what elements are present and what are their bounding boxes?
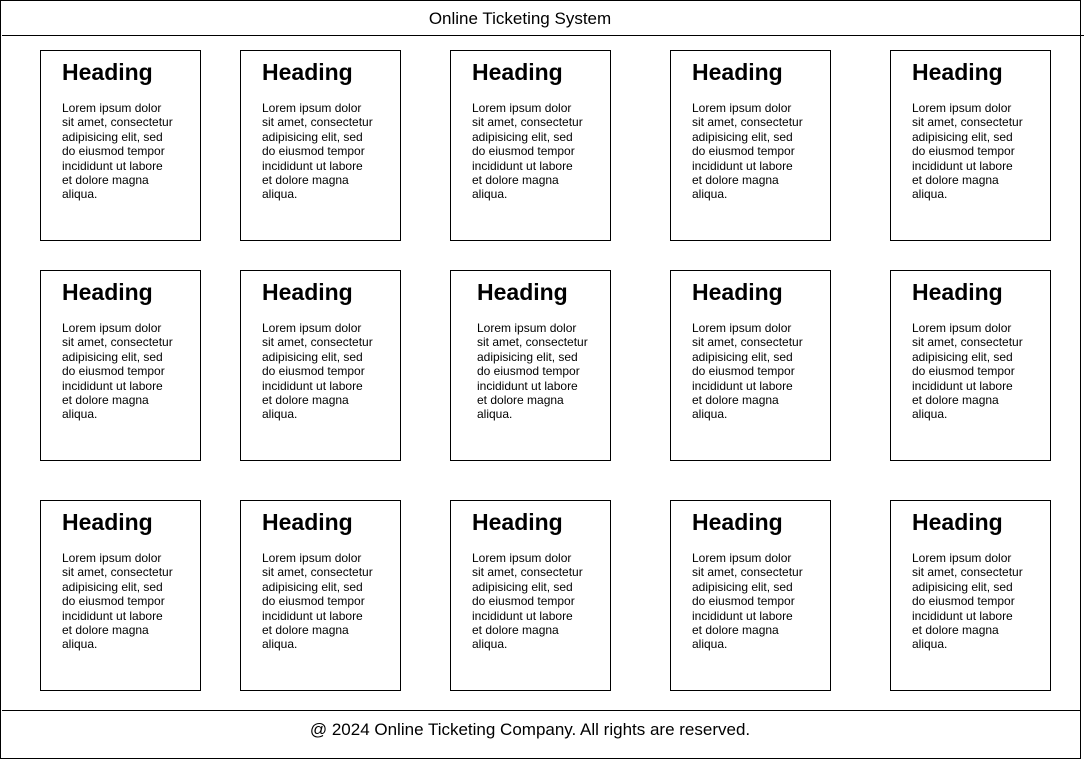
card-heading: Heading: [62, 509, 153, 535]
card-heading: Heading: [262, 59, 353, 85]
card-heading: Heading: [262, 279, 353, 305]
card-heading: Heading: [912, 509, 1003, 535]
card-body: Lorem ipsum dolor sit amet, consectetur …: [62, 551, 173, 652]
card-heading: Heading: [472, 59, 563, 85]
card-4: Heading Lorem ipsum dolor sit amet, cons…: [670, 50, 831, 241]
card-body: Lorem ipsum dolor sit amet, consectetur …: [262, 101, 373, 202]
card-heading: Heading: [692, 279, 783, 305]
card-15: Heading Lorem ipsum dolor sit amet, cons…: [890, 500, 1051, 691]
card-2: Heading Lorem ipsum dolor sit amet, cons…: [240, 50, 401, 241]
card-body: Lorem ipsum dolor sit amet, consectetur …: [62, 321, 173, 422]
card-heading: Heading: [692, 509, 783, 535]
card-10: Heading Lorem ipsum dolor sit amet, cons…: [890, 270, 1051, 461]
card-body: Lorem ipsum dolor sit amet, consectetur …: [912, 321, 1023, 422]
card-body: Lorem ipsum dolor sit amet, consectetur …: [472, 101, 583, 202]
card-14: Heading Lorem ipsum dolor sit amet, cons…: [670, 500, 831, 691]
card-7: Heading Lorem ipsum dolor sit amet, cons…: [240, 270, 401, 461]
card-13: Heading Lorem ipsum dolor sit amet, cons…: [450, 500, 611, 691]
card-body: Lorem ipsum dolor sit amet, consectetur …: [472, 551, 583, 652]
card-heading: Heading: [262, 509, 353, 535]
card-heading: Heading: [692, 59, 783, 85]
card-heading: Heading: [472, 509, 563, 535]
card-body: Lorem ipsum dolor sit amet, consectetur …: [912, 551, 1023, 652]
card-heading: Heading: [912, 279, 1003, 305]
card-heading: Heading: [62, 279, 153, 305]
footer-copyright: @ 2024 Online Ticketing Company. All rig…: [309, 720, 751, 739]
card-heading: Heading: [912, 59, 1003, 85]
card-body: Lorem ipsum dolor sit amet, consectetur …: [477, 321, 588, 422]
page-title: Online Ticketing System: [428, 9, 612, 28]
card-body: Lorem ipsum dolor sit amet, consectetur …: [62, 101, 173, 202]
card-body: Lorem ipsum dolor sit amet, consectetur …: [692, 551, 803, 652]
card-body: Lorem ipsum dolor sit amet, consectetur …: [262, 321, 373, 422]
card-heading: Heading: [477, 279, 568, 305]
card-12: Heading Lorem ipsum dolor sit amet, cons…: [240, 500, 401, 691]
card-1: Heading Lorem ipsum dolor sit amet, cons…: [40, 50, 201, 241]
header-divider: [2, 35, 1084, 36]
footer-divider: [2, 710, 1081, 711]
card-3: Heading Lorem ipsum dolor sit amet, cons…: [450, 50, 611, 241]
card-body: Lorem ipsum dolor sit amet, consectetur …: [262, 551, 373, 652]
card-body: Lorem ipsum dolor sit amet, consectetur …: [692, 321, 803, 422]
card-6: Heading Lorem ipsum dolor sit amet, cons…: [40, 270, 201, 461]
card-body: Lorem ipsum dolor sit amet, consectetur …: [912, 101, 1023, 202]
card-8: Heading Lorem ipsum dolor sit amet, cons…: [450, 270, 611, 461]
card-11: Heading Lorem ipsum dolor sit amet, cons…: [40, 500, 201, 691]
card-heading: Heading: [62, 59, 153, 85]
card-5: Heading Lorem ipsum dolor sit amet, cons…: [890, 50, 1051, 241]
card-body: Lorem ipsum dolor sit amet, consectetur …: [692, 101, 803, 202]
card-9: Heading Lorem ipsum dolor sit amet, cons…: [670, 270, 831, 461]
